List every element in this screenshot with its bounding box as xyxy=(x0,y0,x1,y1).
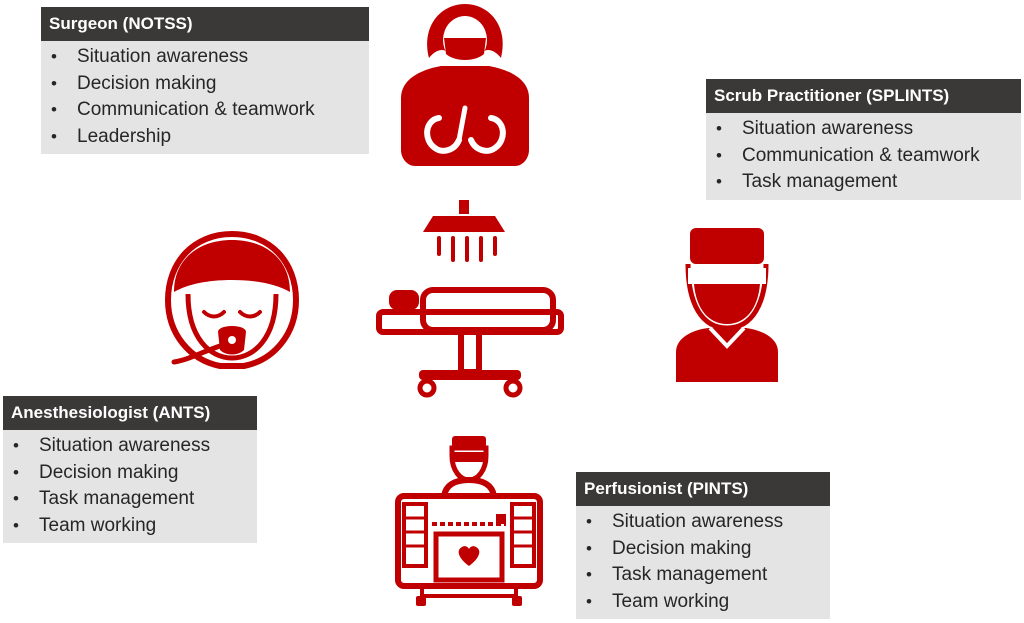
surgeon-icon xyxy=(401,4,529,166)
scrub-practitioner-icon xyxy=(676,228,778,382)
list-item: Decision making xyxy=(576,536,830,563)
list-item: Leadership xyxy=(41,124,369,151)
anesthesiologist-skill-list: Situation awareness Decision making Task… xyxy=(3,430,257,544)
list-item: Task management xyxy=(706,169,1021,196)
surgeon-skill-list: Situation awareness Decision making Comm… xyxy=(41,41,369,155)
list-item: Communication & teamwork xyxy=(706,143,1021,170)
perfusionist-card-title: Perfusionist (PINTS) xyxy=(576,472,830,506)
list-item: Task management xyxy=(3,486,257,513)
anesthesiologist-patient-icon xyxy=(164,230,300,369)
list-item: Decision making xyxy=(41,71,369,98)
list-item: Decision making xyxy=(3,460,257,487)
perfusionist-card: Perfusionist (PINTS) Situation awareness… xyxy=(576,472,830,620)
scrub-practitioner-card-title: Scrub Practitioner (SPLINTS) xyxy=(706,79,1021,113)
perfusionist-machine-icon xyxy=(395,436,543,606)
list-item: Situation awareness xyxy=(576,509,830,536)
scrub-practitioner-card: Scrub Practitioner (SPLINTS) Situation a… xyxy=(706,79,1021,200)
list-item: Task management xyxy=(576,562,830,589)
surgeon-card: Surgeon (NOTSS) Situation awareness Deci… xyxy=(41,7,369,155)
operating-table-icon xyxy=(376,200,564,398)
anesthesiologist-card-title: Anesthesiologist (ANTS) xyxy=(3,396,257,430)
surgeon-card-title: Surgeon (NOTSS) xyxy=(41,7,369,41)
scrub-practitioner-skill-list: Situation awareness Communication & team… xyxy=(706,113,1021,200)
list-item: Situation awareness xyxy=(706,116,1021,143)
list-item: Situation awareness xyxy=(3,433,257,460)
perfusionist-skill-list: Situation awareness Decision making Task… xyxy=(576,506,830,620)
list-item: Communication & teamwork xyxy=(41,97,369,124)
list-item: Situation awareness xyxy=(41,44,369,71)
list-item: Team working xyxy=(3,513,257,540)
list-item: Team working xyxy=(576,589,830,616)
anesthesiologist-card: Anesthesiologist (ANTS) Situation awaren… xyxy=(3,396,257,544)
